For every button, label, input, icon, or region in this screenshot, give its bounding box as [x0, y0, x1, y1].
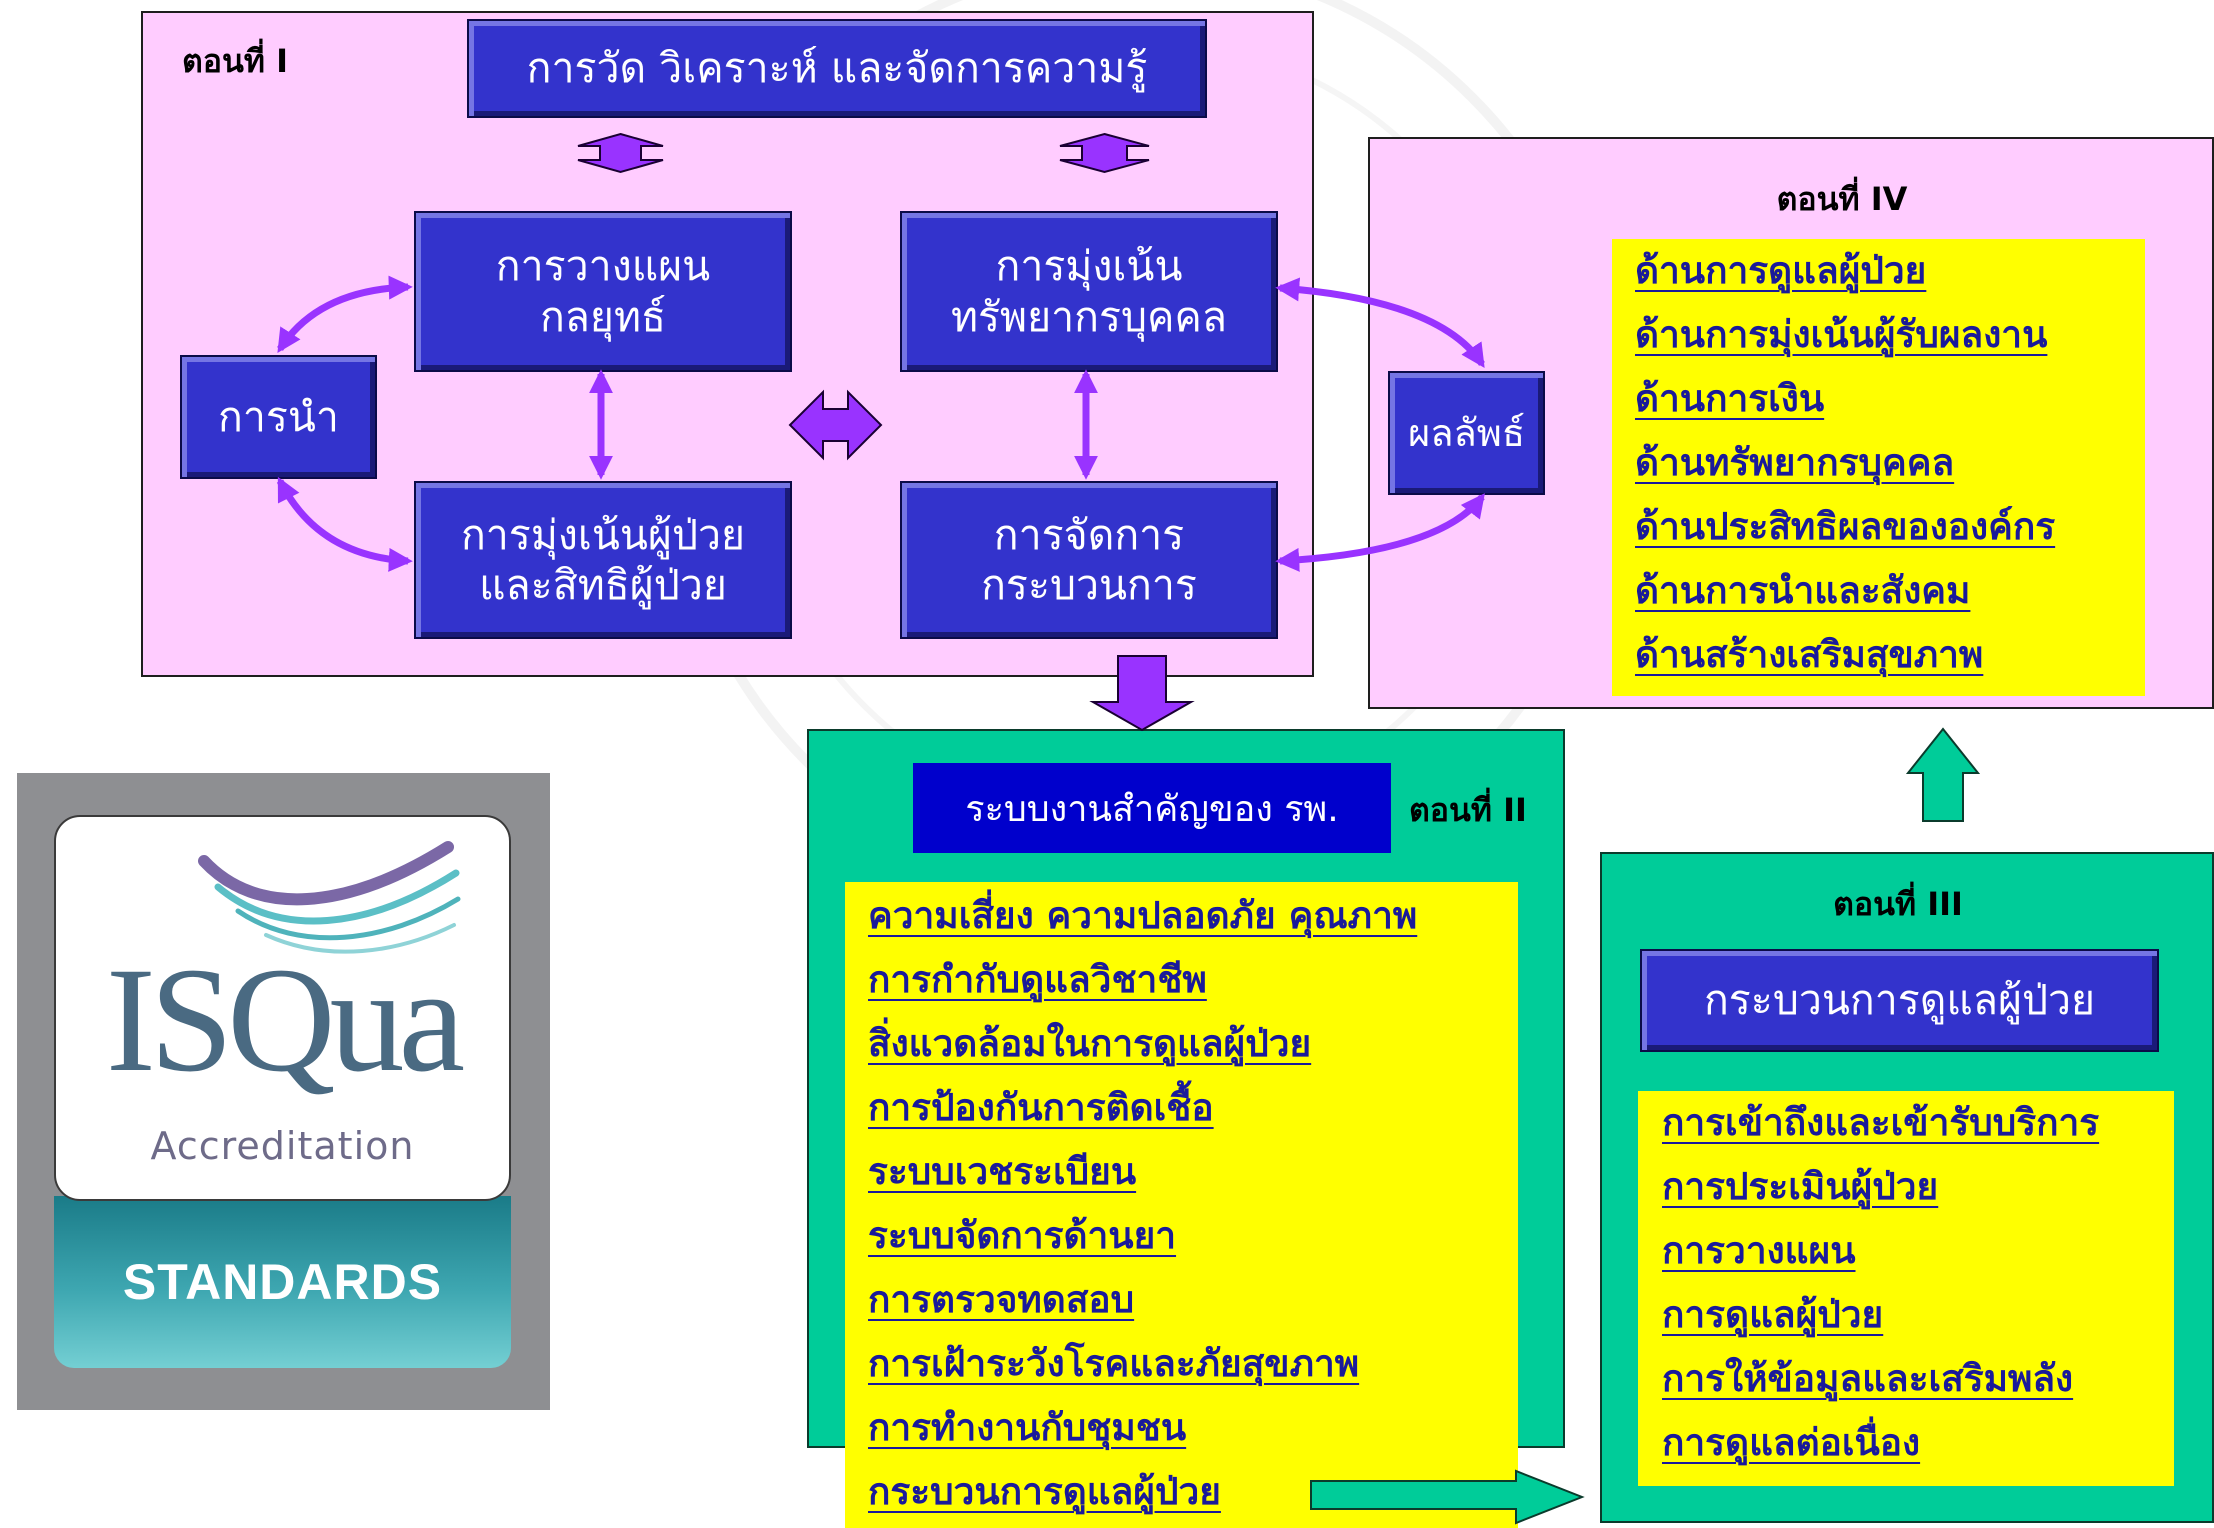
part-1-panel: ตอนที่ I การวัด วิเคราะห์ และจัดการความร… — [141, 11, 1314, 677]
standards-band: STANDARDS — [54, 1196, 511, 1368]
key-systems-title: ระบบงานสำคัญของ รพ. — [965, 788, 1339, 830]
part-2-panel: ระบบงานสำคัญของ รพ. ตอนที่ II ความเสี่ยง… — [807, 729, 1565, 1528]
results-item[interactable]: ด้านทรัพยากรบุคคล — [1635, 441, 1955, 484]
patient-focus-box: การมุ่งเน้นผู้ป่วย และสิทธิผู้ป่วย — [414, 481, 792, 639]
results-list: ด้านการดูแลผู้ป่วย ด้านการมุ่งเน้นผู้รับ… — [1612, 239, 2145, 696]
key-systems-title-box: ระบบงานสำคัญของ รพ. — [913, 763, 1391, 853]
patient-care-item[interactable]: การประเมินผู้ป่วย — [1662, 1165, 1939, 1208]
measurement-knowledge-title: การวัด วิเคราะห์ และจัดการความรู้ — [526, 44, 1148, 93]
strategic-planning-line-2: กลยุทธ์ — [539, 292, 667, 341]
strategic-planning-box: การวางแผน กลยุทธ์ — [414, 211, 792, 372]
results-item[interactable]: ด้านการมุ่งเน้นผู้รับผลงาน — [1635, 313, 2048, 356]
workforce-focus-line-2: ทรัพยากรบุคคล — [951, 292, 1227, 341]
workforce-focus-line-1: การมุ่งเน้น — [995, 242, 1183, 291]
key-systems-item[interactable]: การกำกับดูแลวิชาชีพ — [868, 958, 1207, 1001]
patient-care-process-title: กระบวนการดูแลผู้ป่วย — [1703, 976, 2096, 1025]
up-arrow-icon — [1905, 727, 1981, 822]
leadership-box: การนำ — [180, 355, 377, 479]
patient-care-process-box: กระบวนการดูแลผู้ป่วย — [1640, 949, 2159, 1052]
results-item[interactable]: ด้านการเงิน — [1635, 377, 1825, 420]
results-item[interactable]: ด้านสร้างเสริมสุขภาพ — [1635, 633, 1984, 676]
results-box: ผลลัพธ์ — [1388, 371, 1545, 495]
patient-focus-line-1: การมุ่งเน้นผู้ป่วย — [460, 510, 746, 559]
results-item[interactable]: ด้านการดูแลผู้ป่วย — [1635, 249, 1927, 292]
key-systems-item[interactable]: การเฝ้าระวังโรคและภัยสุขภาพ — [868, 1342, 1360, 1385]
key-systems-item[interactable]: ระบบเวชระเบียน — [868, 1150, 1137, 1193]
process-management-line-1: การจัดการ — [993, 510, 1185, 559]
patient-focus-line-2: และสิทธิผู้ป่วย — [479, 561, 727, 609]
patient-care-item[interactable]: การเข้าถึงและเข้ารับบริการ — [1662, 1101, 2100, 1144]
part-3-label: ตอนที่ III — [1833, 885, 1963, 923]
part-1-label: ตอนที่ I — [182, 42, 289, 80]
process-management-line-2: กระบวนการ — [981, 561, 1197, 609]
strategic-planning-line-1: การวางแผน — [495, 242, 711, 291]
key-systems-item[interactable]: ความเสี่ยง ความปลอดภัย คุณภาพ — [868, 894, 1418, 937]
accreditation-label: Accreditation — [150, 1124, 415, 1168]
logo-card: ISQua Accreditation — [54, 815, 511, 1201]
patient-care-list: การเข้าถึงและเข้ารับบริการ การประเมินผู้… — [1638, 1091, 2174, 1486]
results-label: ผลลัพธ์ — [1407, 410, 1526, 455]
key-systems-item[interactable]: การตรวจทดสอบ — [868, 1278, 1135, 1321]
key-systems-item[interactable]: กระบวนการดูแลผู้ป่วย — [868, 1470, 1221, 1513]
part-3-panel: ตอนที่ III กระบวนการดูแลผู้ป่วย การเข้าถ… — [1600, 852, 2214, 1523]
standards-label: STANDARDS — [122, 1254, 443, 1310]
measurement-knowledge-box: การวัด วิเคราะห์ และจัดการความรู้ — [467, 19, 1207, 118]
process-management-box: การจัดการ กระบวนการ — [900, 481, 1278, 639]
isqua-logo: STANDARDS ISQua Accreditation — [17, 773, 550, 1410]
part-4-panel: ตอนที่ IV ผลลัพธ์ ด้านการดูแลผู้ป่วย ด้า… — [1368, 137, 2214, 709]
patient-care-item[interactable]: การให้ข้อมูลและเสริมพลัง — [1662, 1357, 2074, 1400]
workforce-focus-box: การมุ่งเน้น ทรัพยากรบุคคล — [900, 211, 1278, 372]
results-item[interactable]: ด้านประสิทธิผลขององค์กร — [1635, 505, 2056, 548]
key-systems-item[interactable]: สิ่งแวดล้อมในการดูแลผู้ป่วย — [868, 1022, 1312, 1065]
results-item[interactable]: ด้านการนำและสังคม — [1635, 569, 1971, 612]
key-systems-item[interactable]: ระบบจัดการด้านยา — [868, 1214, 1177, 1257]
patient-care-item[interactable]: การดูแลต่อเนื่อง — [1662, 1421, 1921, 1464]
part-4-label: ตอนที่ IV — [1776, 180, 1908, 218]
leadership-label: การนำ — [218, 392, 339, 441]
key-systems-list: ความเสี่ยง ความปลอดภัย คุณภาพ การกำกับดู… — [845, 882, 1518, 1528]
key-systems-item[interactable]: การป้องกันการติดเชื้อ — [868, 1086, 1214, 1129]
part-2-label: ตอนที่ II — [1409, 791, 1527, 829]
patient-care-item[interactable]: การวางแผน — [1662, 1229, 1856, 1272]
key-systems-item[interactable]: การทำงานกับชุมชน — [868, 1406, 1187, 1449]
patient-care-item[interactable]: การดูแลผู้ป่วย — [1662, 1293, 1884, 1336]
isqua-wordmark: ISQua — [105, 937, 465, 1103]
